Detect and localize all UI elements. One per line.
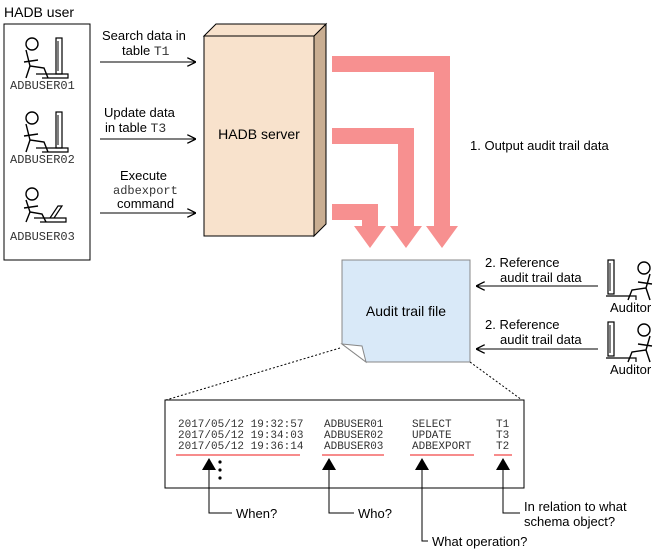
- record-3-who: ADBUSER03: [324, 441, 383, 453]
- request-3-line3: command: [117, 196, 174, 211]
- record-row-2: 2017/05/12 19:34:03 ADBUSER02 UPDATE T3: [178, 430, 509, 442]
- request-3-code: adbexport: [113, 184, 178, 198]
- auditor-1-label: Auditor: [610, 300, 652, 315]
- server-label: HADB server: [218, 126, 300, 142]
- user-label-3: ADBUSER03: [10, 230, 75, 244]
- callout-when: When?: [202, 458, 277, 521]
- request-2-line2: in table T3: [105, 120, 166, 136]
- record-3-object: T2: [496, 441, 509, 453]
- record-1-what: SELECT: [412, 419, 452, 431]
- user-icon-2: [23, 111, 69, 153]
- record-row-3: 2017/05/12 19:36:14 ADBUSER03 ADBEXPORT …: [178, 441, 509, 453]
- zoom-line-left: [165, 347, 341, 401]
- callout-object: In relation to what schema object?: [496, 458, 627, 529]
- callout-when-label: When?: [236, 506, 277, 521]
- request-1-code: T1: [154, 44, 170, 59]
- record-2-when: 2017/05/12 19:34:03: [178, 430, 303, 442]
- record-2-what: UPDATE: [412, 430, 452, 442]
- request-3-line1: Execute: [120, 168, 167, 183]
- request-1-text: table: [122, 43, 154, 58]
- file-label: Audit trail file: [366, 303, 446, 319]
- request-1-line1: Search data in: [102, 28, 186, 43]
- request-2-line1: Update data: [104, 105, 176, 120]
- hadb-server: HADB server: [202, 22, 328, 238]
- output-arrow-middle: [332, 128, 422, 248]
- callout-what-label: What operation?: [432, 534, 527, 549]
- auditor-2-label: Auditor: [610, 362, 652, 377]
- user-icon-3: [23, 187, 67, 223]
- auditor-1-ref-line1: 2. Reference: [485, 255, 559, 270]
- callout-who: Who?: [322, 458, 392, 521]
- record-2-object: T3: [496, 430, 509, 442]
- users-panel-title: HADB user: [4, 4, 74, 20]
- record-1-when: 2017/05/12 19:32:57: [178, 419, 303, 431]
- output-flow-arrows: [332, 56, 458, 248]
- users-panel: [3, 23, 91, 261]
- record-1-object: T1: [496, 419, 510, 431]
- request-1-line2: table T1: [122, 43, 170, 59]
- audit-trail-file: Audit trail file: [340, 259, 471, 364]
- record-row-1: 2017/05/12 19:32:57 ADBUSER01 SELECT T1: [178, 419, 510, 431]
- output-arrow-outer: [332, 56, 458, 248]
- record-3-what: ADBEXPORT: [412, 441, 472, 453]
- user-label-2: ADBUSER02: [10, 153, 75, 167]
- callout-what: What operation?: [415, 458, 527, 549]
- request-2-text: in table: [105, 120, 151, 135]
- record-2-who: ADBUSER02: [324, 430, 383, 442]
- user-icon-1: [23, 37, 69, 79]
- record-1-who: ADBUSER01: [324, 419, 384, 431]
- record-panel: [164, 399, 525, 489]
- callout-who-label: Who?: [358, 506, 392, 521]
- request-2-code: T3: [151, 121, 167, 136]
- output-arrow-inner: [332, 204, 386, 248]
- auditor-icon-1: [606, 259, 653, 301]
- output-label: 1. Output audit trail data: [470, 138, 610, 153]
- user-label-1: ADBUSER01: [10, 79, 75, 93]
- auditor-2-ref-line1: 2. Reference: [485, 317, 559, 332]
- record-3-when: 2017/05/12 19:36:14: [178, 441, 304, 453]
- auditor-1-ref-line2: audit trail data: [500, 270, 582, 285]
- callout-object-line2: schema object?: [524, 514, 615, 529]
- more-rows-dots: [218, 460, 222, 480]
- auditor-icon-2: [606, 321, 653, 363]
- callout-object-line1: In relation to what: [524, 499, 627, 514]
- zoom-line-right: [469, 361, 523, 401]
- auditor-2-ref-line2: audit trail data: [500, 332, 582, 347]
